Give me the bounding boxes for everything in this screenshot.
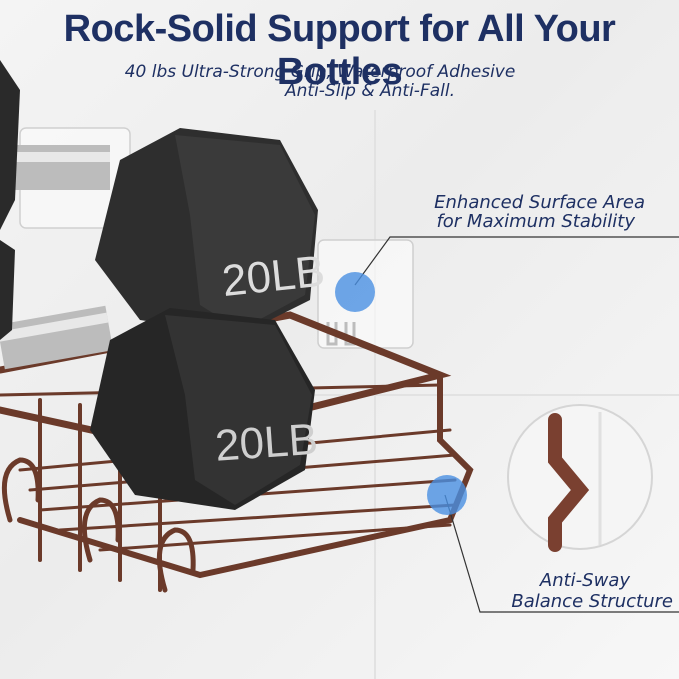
sway-marker [427,475,467,515]
callout-sway-line-1: Anti-Sway [539,570,630,591]
callout-surface-line-1: Enhanced Surface Area [434,192,645,213]
callout-lines [354,236,679,613]
surface-marker [335,272,375,312]
dumbbell-head-left [0,60,20,340]
subtitle-line-1: 40 lbs Ultra-Strong Grip, Waterproof Adh… [124,62,516,82]
dumbbell-weight-label-bottom: 20LB [213,415,319,471]
subtitle-line-2: Anti-Slip & Anti-Fall. [285,81,455,101]
callout-surface-line-2: for Maximum Stability [436,211,635,232]
dumbbell-head-bottom [90,308,315,510]
dumbbell-handles [0,145,114,370]
page-title: Rock-Solid Support for All Your Bottles [63,8,616,93]
dumbbell-weight-label-top: 20LB [220,247,327,306]
dumbbell-head-top [95,128,318,335]
sway-detail-inset [507,404,653,552]
callout-sway-line-2: Balance Structure [511,591,673,612]
